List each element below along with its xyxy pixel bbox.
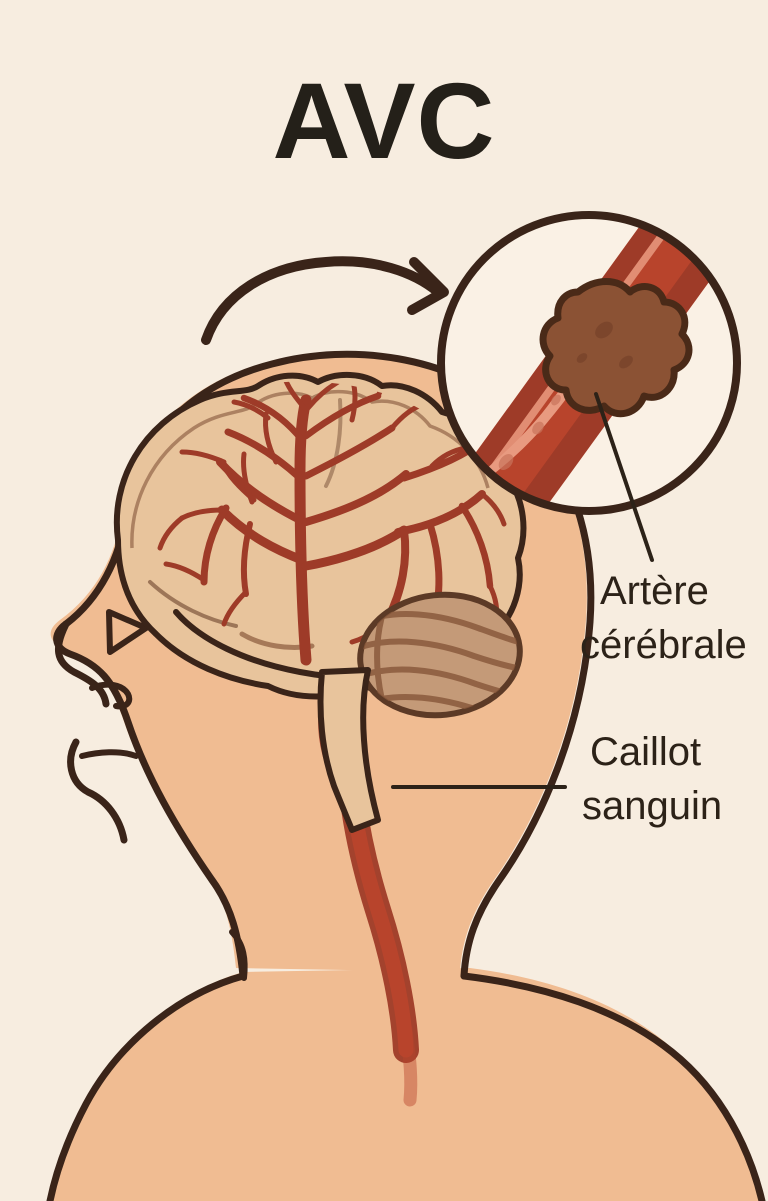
shoulder-right-outline bbox=[460, 972, 766, 1201]
speck-3 bbox=[551, 394, 561, 406]
leader-line-artere bbox=[594, 392, 654, 562]
speck-2 bbox=[532, 421, 544, 435]
neck-muscle-line bbox=[229, 929, 248, 981]
speck-1 bbox=[498, 454, 514, 470]
blood-clot bbox=[539, 278, 693, 418]
artery-branch-temporal-left2 bbox=[240, 521, 253, 597]
label-caillot-line2: sanguin bbox=[582, 784, 722, 828]
shoulder-left-outline bbox=[46, 972, 247, 1201]
cerebral-artery-tree bbox=[157, 381, 507, 666]
lobe-divider-lower bbox=[148, 580, 238, 628]
torso-shape bbox=[52, 968, 760, 1201]
chin-contour bbox=[67, 738, 128, 844]
page-title: AVC bbox=[272, 60, 495, 181]
clot-texture bbox=[576, 321, 633, 369]
artery-trunk bbox=[294, 394, 312, 666]
magnifier-rim bbox=[437, 211, 741, 515]
artery-branch-left-3 bbox=[224, 428, 304, 482]
artery-branch-right-3 bbox=[302, 424, 396, 480]
gyri-contour bbox=[130, 389, 490, 549]
artery-twig-9 bbox=[375, 381, 405, 399]
artery-branch-left-1 bbox=[217, 505, 307, 565]
brainstem-shape bbox=[317, 667, 381, 833]
brainstem bbox=[317, 667, 381, 833]
nose-outline bbox=[55, 620, 110, 708]
artery-twig-17 bbox=[231, 399, 271, 421]
folia-1 bbox=[359, 611, 524, 647]
artery-twig-2 bbox=[241, 451, 255, 505]
artery-branch-right-2 bbox=[302, 470, 410, 526]
artery-branch-right-4 bbox=[302, 392, 382, 440]
folia-2 bbox=[356, 638, 524, 673]
arrow-head bbox=[407, 257, 449, 315]
eye bbox=[106, 609, 149, 655]
pointer-arrow bbox=[201, 256, 449, 345]
lobe-divider-upper bbox=[324, 398, 343, 488]
artery-twig-6 bbox=[163, 561, 207, 583]
clot-dot-3 bbox=[576, 353, 588, 363]
artery-twig-12 bbox=[479, 491, 507, 527]
artery-twig-16 bbox=[305, 381, 341, 411]
label-artere-line2: cérébrale bbox=[580, 623, 747, 667]
artery-twig-8 bbox=[349, 381, 358, 423]
artery-twig-7 bbox=[221, 589, 249, 627]
artery-branch-temporal-left bbox=[200, 504, 230, 586]
artery-branch-temporal-right3 bbox=[458, 502, 494, 590]
artery-twig-19 bbox=[157, 515, 185, 551]
carotid-fade bbox=[399, 1023, 418, 1107]
label-caillot-line1: Caillot bbox=[590, 730, 701, 774]
artery-twig-5 bbox=[179, 507, 225, 521]
arrow-shaft bbox=[201, 256, 443, 345]
lips bbox=[79, 749, 139, 759]
artery-branch-right-1 bbox=[301, 525, 409, 571]
artery-twig-15 bbox=[281, 381, 309, 413]
artery-branch-left-4 bbox=[240, 394, 306, 444]
nostril bbox=[89, 681, 133, 710]
cerebellum bbox=[356, 591, 524, 719]
artery-twig-11 bbox=[429, 445, 469, 469]
label-artere-line1: Artère bbox=[600, 569, 709, 613]
clot-dot-1 bbox=[595, 321, 613, 339]
artery-twig-4 bbox=[179, 449, 227, 465]
clot-dot-2 bbox=[619, 355, 633, 369]
leader-lines bbox=[391, 392, 654, 789]
